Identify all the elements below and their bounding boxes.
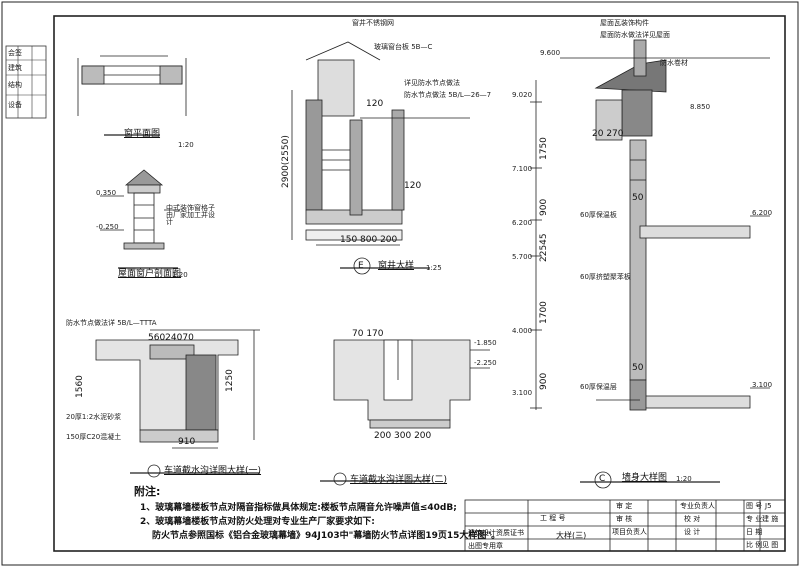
wall-detail-number: C xyxy=(599,474,606,484)
wall-elev: 5.700 xyxy=(512,253,533,261)
chimney-detail xyxy=(100,169,180,269)
tb-cell: 比 例 xyxy=(746,541,763,549)
chimney-elev-top: 0.350 xyxy=(96,189,117,197)
trench-detail-1 xyxy=(95,329,260,478)
wall-detail-scale: 1:20 xyxy=(676,475,692,483)
well-label-2: 防水节点做法 5B/L—26—7 xyxy=(404,91,492,99)
trench1-dims-top: 56024070 xyxy=(148,333,194,343)
notes-line-3: 防火节点参照国标《铝合金玻璃幕墙》94J103中"幕墙防火节点详图19页15大样… xyxy=(152,531,501,541)
well-detail-title: 窗井大样 xyxy=(378,261,415,271)
tb-cell: 项目负责人 xyxy=(612,528,647,536)
left-strip-item: 会签 xyxy=(8,49,22,57)
window-sill-plan xyxy=(77,55,187,136)
well-bottom-dims: 150 800 200 xyxy=(340,235,398,245)
notes-heading: 附注: xyxy=(134,485,161,498)
trench1-label-2: 20厚1:2水泥砂浆 xyxy=(66,413,122,421)
well-detail-number: E xyxy=(358,261,364,271)
trench1-title: 车道截水沟详图大样(一) xyxy=(164,466,262,476)
wall-elev: 6.200 xyxy=(512,219,533,227)
chimney-detail-scale: 1:20 xyxy=(172,271,188,279)
trench2-dims-top: 70 170 xyxy=(352,329,384,339)
wall-elev: 8.850 xyxy=(690,103,711,111)
wall-top-dims: 20 270 xyxy=(592,129,624,139)
chimney-elev-bot: -0.250 xyxy=(96,223,119,231)
tb-cell: 图 号 xyxy=(746,502,763,510)
well-dim-120b: 120 xyxy=(404,181,422,191)
wall-elev: 3.100 xyxy=(512,389,533,397)
wall-label: 60厚挤塑聚苯板 xyxy=(580,273,631,281)
tb-cell: 日 期 xyxy=(746,528,763,536)
trench-detail-2 xyxy=(320,339,490,486)
tb-cell: 专业负责人 xyxy=(680,502,715,510)
trench1-dim-1560: 1560 xyxy=(75,375,85,398)
wall-label: 60厚保温板 xyxy=(580,211,617,219)
wall-elev: 9.020 xyxy=(512,91,533,99)
wall-elev: 4.000 xyxy=(512,327,533,335)
wall-label: 屋面瓦装饰构件 xyxy=(600,19,649,27)
notes-line-1: 1、玻璃幕墙楼板节点对隔音指标做具体规定:楼板节点隔音允许噪声值≤40dB; xyxy=(140,503,457,513)
tb-project-label: 工 程 号 xyxy=(540,514,566,522)
tb-cell: 校 对 xyxy=(684,515,701,523)
tb-drawing-name: 大样(三) xyxy=(556,531,587,540)
well-height-dims: 2900(2550) xyxy=(281,135,291,188)
trench2-elev-2: -2.250 xyxy=(474,359,497,367)
wall-elev: 7.100 xyxy=(512,165,533,173)
trench2-dims-bottom: 200 300 200 xyxy=(374,431,432,441)
trench1-label-1: 防水节点做法详 5B/L—TTTA xyxy=(66,319,157,327)
window-sill-plan-title: 窗平面图 xyxy=(124,129,161,139)
tb-cell: 见 图 xyxy=(762,541,779,549)
wall-elev: 3.100 xyxy=(752,381,773,389)
trench1-dim-1250: 1250 xyxy=(225,369,235,392)
wall-side-dim: 50 xyxy=(632,193,644,203)
chimney-detail-title: 屋面窗户剖面图 xyxy=(118,269,182,279)
wall-dim: 1700 xyxy=(539,301,549,324)
well-label-3: 详见防水节点做法 xyxy=(404,79,460,87)
window-well-detail xyxy=(291,41,470,275)
wall-label: 防水卷材 xyxy=(660,59,688,67)
well-label-top: 窗井不锈钢网 xyxy=(352,19,394,27)
tb-cell: 设 计 xyxy=(684,528,701,536)
tb-left-row: 出图专用章 xyxy=(468,542,503,550)
notes-line-2: 2、玻璃幕墙楼板节点对防火处理对专业生产厂家要求如下: xyxy=(140,517,375,527)
wall-dim: 1750 xyxy=(539,137,549,160)
tb-cell: 审 定 xyxy=(616,502,633,510)
left-strip-item: 结构 xyxy=(8,81,22,89)
wall-dim: 900 xyxy=(539,372,549,390)
wall-elev: 9.600 xyxy=(540,49,561,57)
tb-cell: 审 核 xyxy=(616,515,633,523)
window-sill-plan-scale: 1:20 xyxy=(178,141,194,149)
wall-detail-title: 墙身大样图 xyxy=(622,473,668,483)
chimney-note: 中式装饰窗格子由厂家加工并设计 xyxy=(166,204,215,226)
wall-dim: 900 xyxy=(539,198,549,216)
wall-side-dim: 50 xyxy=(632,363,644,373)
left-strip-item: 设备 xyxy=(8,101,22,109)
well-dim-120a: 120 xyxy=(366,99,384,109)
tb-left-row: 建筑设计资质证书 xyxy=(468,529,524,537)
well-detail-scale: 1:25 xyxy=(426,264,442,272)
trench1-dim-bottom: 910 xyxy=(178,437,196,447)
well-label-1: 玻璃窗台板 5B—C xyxy=(374,43,433,51)
wall-dim: 22545 xyxy=(539,233,549,262)
wall-label: 60厚保温层 xyxy=(580,383,617,391)
trench1-label-3: 150厚C20混凝土 xyxy=(66,433,122,441)
title-block-lines xyxy=(464,499,786,552)
tb-cell: 专 业 xyxy=(746,515,763,523)
wall-label: 屋面防水做法详见屋面 xyxy=(600,31,670,39)
tb-cell: 建 施 xyxy=(762,515,779,523)
wall-elev: 6.200 xyxy=(752,209,773,217)
trench2-elev-1: -1.850 xyxy=(474,339,497,347)
left-strip-item: 建筑 xyxy=(8,64,22,72)
wall-section-detail xyxy=(530,39,770,489)
trench2-title: 车道截水沟详图大样(二) xyxy=(350,475,448,485)
tb-cell: J5 xyxy=(765,502,772,510)
